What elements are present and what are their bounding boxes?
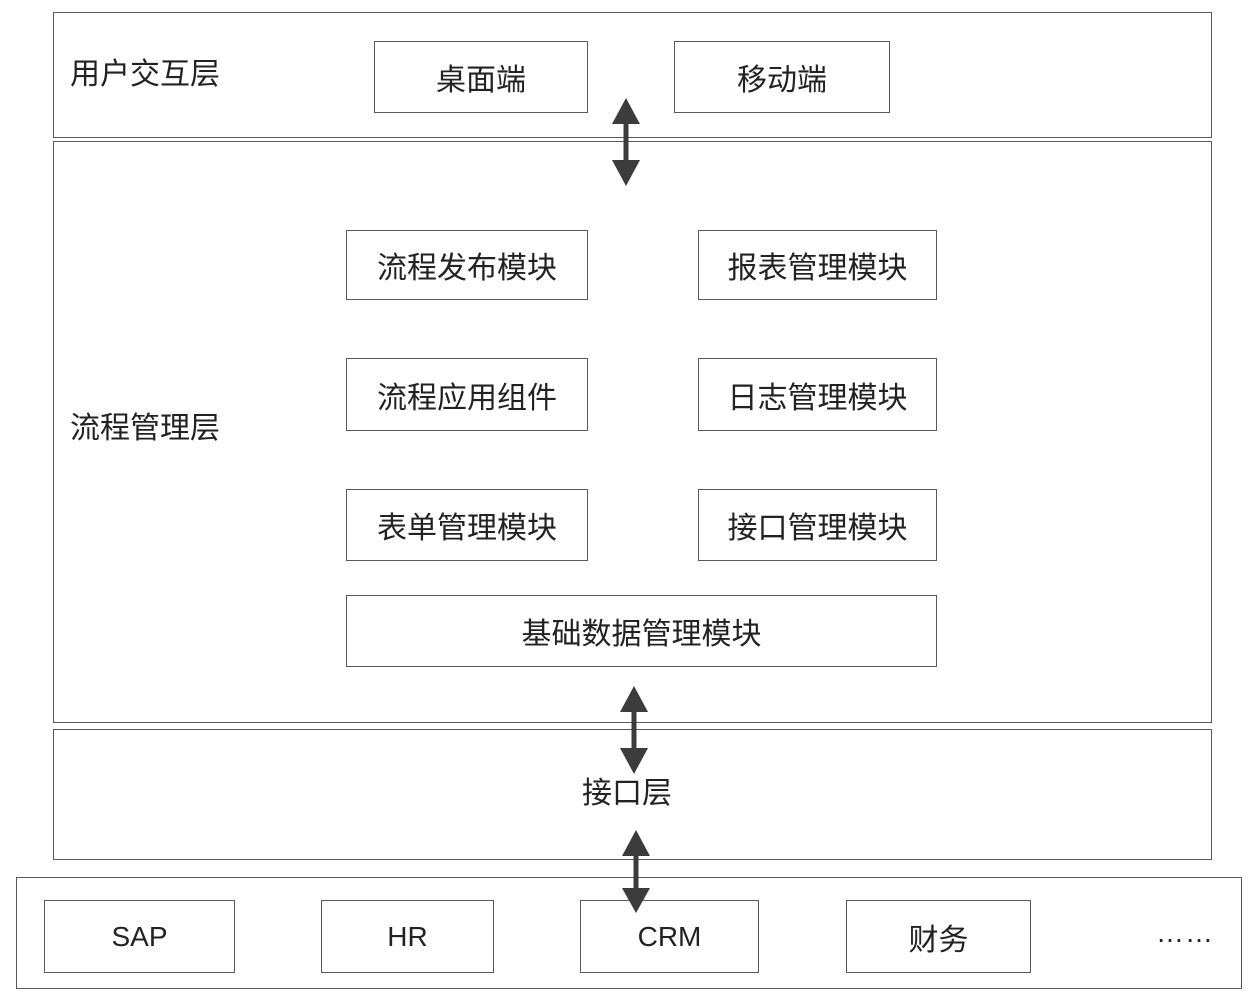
- hr-system-box: HR: [321, 900, 494, 973]
- user-interaction-layer: [53, 12, 1212, 138]
- process-publish-module-box: 流程发布模块: [346, 230, 588, 300]
- crm-system-box: CRM: [580, 900, 759, 973]
- basic-data-management-module-box: 基础数据管理模块: [346, 595, 937, 667]
- mobile-client-box: 移动端: [674, 41, 890, 113]
- process-application-component-box: 流程应用组件: [346, 358, 588, 431]
- interface-management-module-box: 接口管理模块: [698, 489, 937, 561]
- process-management-layer-label: 流程管理层: [70, 411, 220, 446]
- form-management-module-box: 表单管理模块: [346, 489, 588, 561]
- log-management-module-box: 日志管理模块: [698, 358, 937, 431]
- interface-layer-label: 接口层: [582, 776, 672, 811]
- more-systems-ellipsis: ……: [1156, 917, 1214, 948]
- finance-system-box: 财务: [846, 900, 1031, 973]
- user-interaction-layer-label: 用户交互层: [70, 57, 220, 92]
- sap-system-box: SAP: [44, 900, 235, 973]
- desktop-client-box: 桌面端: [374, 41, 588, 113]
- report-management-module-box: 报表管理模块: [698, 230, 937, 300]
